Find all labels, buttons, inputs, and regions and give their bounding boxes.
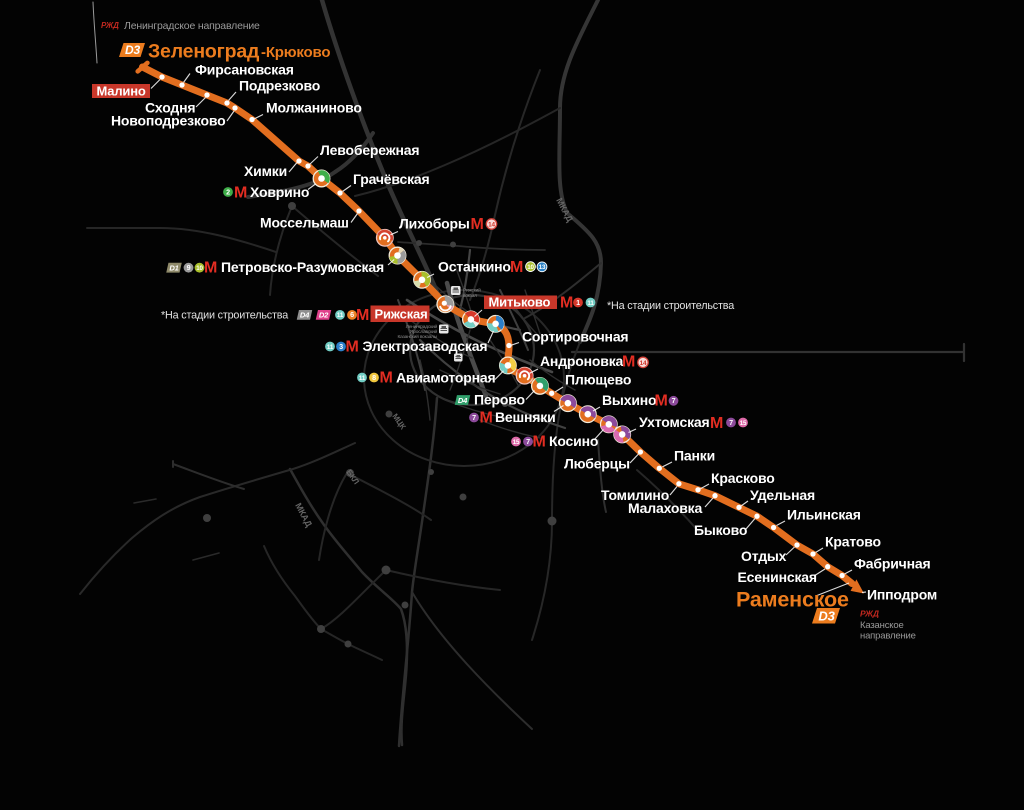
svg-text:Есенинская: Есенинская bbox=[738, 569, 817, 585]
svg-text:Зеленоград: Зеленоград bbox=[148, 41, 260, 63]
svg-text:Электрозаводская: Электрозаводская bbox=[363, 338, 488, 354]
svg-text:Ленинградский: Ленинградский bbox=[406, 323, 438, 330]
svg-text:Раменское: Раменское bbox=[736, 588, 849, 612]
svg-text:Петровско-Разумовская: Петровско-Разумовская bbox=[221, 259, 384, 275]
svg-text:Панки: Панки bbox=[674, 448, 715, 464]
svg-text:М: М bbox=[533, 433, 546, 450]
svg-text:М: М bbox=[510, 259, 523, 276]
svg-text:М: М bbox=[471, 216, 484, 233]
svg-text:Быково: Быково bbox=[694, 522, 747, 538]
svg-text:Малаховка: Малаховка bbox=[628, 500, 702, 516]
svg-text:7: 7 bbox=[729, 418, 733, 427]
svg-text:М: М bbox=[380, 370, 393, 387]
svg-text:Рижский: Рижский bbox=[463, 287, 481, 294]
svg-text:Удельная: Удельная bbox=[750, 487, 815, 503]
svg-text:РЖД: РЖД bbox=[101, 21, 119, 30]
svg-text:-Крюково: -Крюково bbox=[261, 44, 330, 61]
svg-text:10: 10 bbox=[196, 265, 203, 272]
svg-text:М: М bbox=[480, 409, 493, 426]
svg-text:Казанское: Казанское bbox=[860, 620, 904, 631]
svg-text:направление: направление bbox=[860, 631, 916, 642]
svg-text:6: 6 bbox=[350, 310, 354, 319]
svg-text:Ухтомская: Ухтомская bbox=[639, 414, 710, 430]
svg-text:13: 13 bbox=[539, 264, 546, 271]
svg-text:М: М bbox=[560, 295, 573, 312]
svg-text:14: 14 bbox=[640, 360, 647, 367]
svg-text:Рижская: Рижская bbox=[375, 306, 428, 321]
svg-text:Кратово: Кратово bbox=[825, 533, 881, 549]
svg-text:Подрезково: Подрезково bbox=[239, 78, 320, 94]
svg-text:D3: D3 bbox=[125, 43, 140, 57]
svg-text:7: 7 bbox=[526, 437, 530, 446]
svg-text:*На стадии строительства: *На стадии строительства bbox=[607, 300, 734, 312]
svg-text:Фирсановская: Фирсановская bbox=[195, 62, 294, 78]
svg-text:Молжаниново: Молжаниново bbox=[266, 100, 362, 116]
svg-text:D1: D1 bbox=[169, 264, 178, 273]
svg-text:11: 11 bbox=[359, 375, 366, 382]
svg-text:Сортировочная: Сортировочная bbox=[522, 329, 628, 345]
svg-text:Перово: Перово bbox=[474, 391, 525, 407]
svg-text:D4: D4 bbox=[458, 396, 468, 405]
svg-text:8: 8 bbox=[372, 373, 376, 382]
svg-text:М: М bbox=[356, 307, 369, 324]
svg-text:D3: D3 bbox=[818, 608, 835, 623]
svg-text:Химки: Химки bbox=[244, 163, 287, 179]
svg-text:Фабричная: Фабричная bbox=[854, 555, 930, 571]
svg-text:М: М bbox=[710, 415, 723, 432]
svg-text:Андроновка: Андроновка bbox=[540, 353, 624, 369]
svg-text:14: 14 bbox=[488, 221, 495, 228]
svg-text:Косино: Косино bbox=[549, 433, 598, 449]
svg-text:Сходня: Сходня bbox=[145, 100, 195, 116]
svg-text:11: 11 bbox=[337, 312, 344, 319]
svg-text:Моссельмаш: Моссельмаш bbox=[260, 215, 349, 231]
svg-text:2: 2 bbox=[226, 187, 230, 196]
svg-text:D2: D2 bbox=[319, 311, 329, 320]
svg-text:15: 15 bbox=[740, 420, 747, 427]
svg-text:М: М bbox=[655, 392, 668, 409]
svg-text:М: М bbox=[234, 185, 247, 202]
svg-text:7: 7 bbox=[472, 413, 476, 422]
svg-text:М: М bbox=[346, 339, 359, 356]
svg-text:Вешняки: Вешняки bbox=[495, 409, 556, 425]
svg-text:Малино: Малино bbox=[97, 84, 146, 99]
svg-text:вокзал: вокзал bbox=[463, 294, 477, 299]
svg-text:Ипподром: Ипподром bbox=[867, 586, 937, 602]
svg-text:М: М bbox=[622, 353, 635, 370]
svg-text:Ховрино: Ховрино bbox=[250, 184, 309, 200]
svg-text:Авиамоторная: Авиамоторная bbox=[396, 369, 496, 385]
svg-text:11: 11 bbox=[587, 300, 594, 307]
svg-text:1: 1 bbox=[576, 298, 580, 307]
svg-text:D4: D4 bbox=[300, 311, 310, 320]
svg-text:Лихоборы: Лихоборы bbox=[399, 216, 470, 232]
svg-text:Останкино: Останкино bbox=[438, 259, 511, 275]
svg-text:Ильинская: Ильинская bbox=[787, 506, 861, 522]
svg-text:РЖД: РЖД bbox=[860, 609, 879, 619]
svg-text:Отдых: Отдых bbox=[741, 548, 787, 564]
svg-text:11: 11 bbox=[327, 344, 334, 351]
svg-text:Плющево: Плющево bbox=[565, 372, 631, 388]
svg-text:10: 10 bbox=[527, 264, 534, 271]
svg-text:15: 15 bbox=[513, 439, 520, 446]
svg-text:Левобережная: Левобережная bbox=[320, 142, 419, 158]
svg-text:Люберцы: Люберцы bbox=[564, 456, 630, 472]
svg-text:Ленинградское направление: Ленинградское направление bbox=[124, 20, 260, 32]
svg-text:Ярославский: Ярославский bbox=[410, 328, 438, 335]
svg-text:7: 7 bbox=[672, 396, 676, 405]
svg-text:Выхино: Выхино bbox=[602, 392, 656, 408]
svg-text:Казанский вокзалы: Казанский вокзалы bbox=[398, 333, 438, 340]
svg-text:Томилино: Томилино bbox=[601, 487, 669, 503]
svg-text:Красково: Красково bbox=[711, 470, 775, 486]
svg-text:Митьково: Митьково bbox=[489, 295, 551, 310]
svg-text:3: 3 bbox=[339, 342, 343, 351]
svg-text:Новоподрезково: Новоподрезково bbox=[111, 113, 225, 129]
svg-text:Грачёвская: Грачёвская bbox=[353, 171, 430, 187]
svg-text:*На стадии строительства: *На стадии строительства bbox=[161, 310, 288, 322]
svg-text:М: М bbox=[204, 260, 217, 277]
svg-text:9: 9 bbox=[187, 263, 191, 272]
